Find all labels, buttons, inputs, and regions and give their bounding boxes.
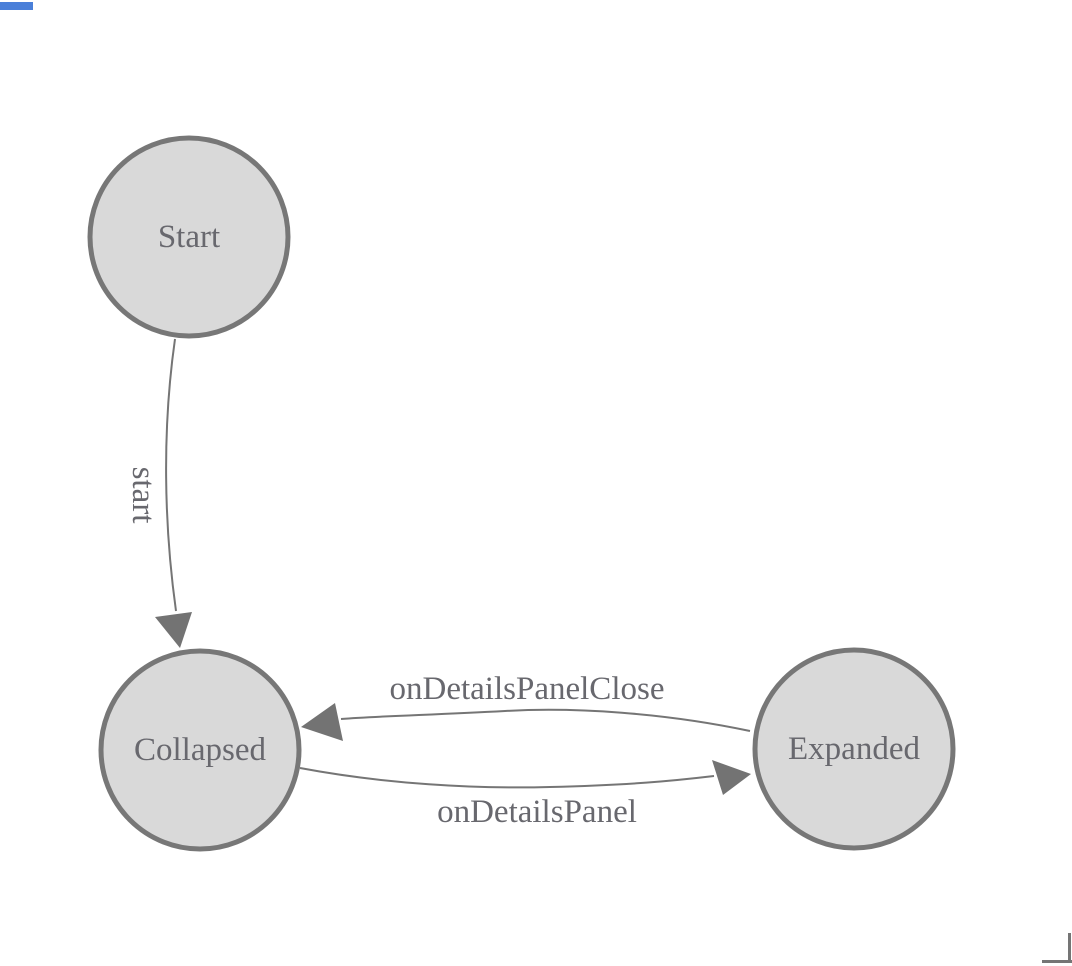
top-left-blue-bar (0, 2, 33, 10)
transition-edge-expanded-to-collapsed: onDetailsPanelClose (301, 671, 751, 741)
edge-label-on-details-panel: onDetailsPanel (437, 794, 637, 830)
state-circle[interactable] (87, 135, 291, 339)
state-node-expanded[interactable]: Expanded (752, 647, 956, 851)
edge-line (165, 338, 177, 612)
arrowhead-icon (155, 612, 192, 648)
edge-label-on-details-panel-close: onDetailsPanelClose (390, 671, 665, 707)
state-node-start[interactable]: Start (87, 135, 291, 339)
arrowhead-icon (712, 760, 751, 795)
edge-line (299, 767, 715, 789)
transition-edge-collapsed-to-expanded: onDetailsPanel (299, 760, 751, 830)
transition-edge-start-to-collapsed: start (125, 338, 192, 648)
node-label-start: Start (158, 219, 220, 255)
state-circle[interactable] (98, 648, 302, 852)
corner-mark-horizontal (1042, 960, 1072, 963)
node-label-collapsed: Collapsed (134, 732, 266, 768)
state-circle[interactable] (752, 647, 956, 851)
edge-line (340, 708, 751, 732)
arrowhead-icon (301, 703, 343, 741)
state-node-collapsed[interactable]: Collapsed (98, 648, 302, 852)
corner-mark-vertical (1068, 933, 1071, 963)
edge-label-start: start (125, 467, 161, 524)
node-label-expanded: Expanded (788, 731, 920, 767)
